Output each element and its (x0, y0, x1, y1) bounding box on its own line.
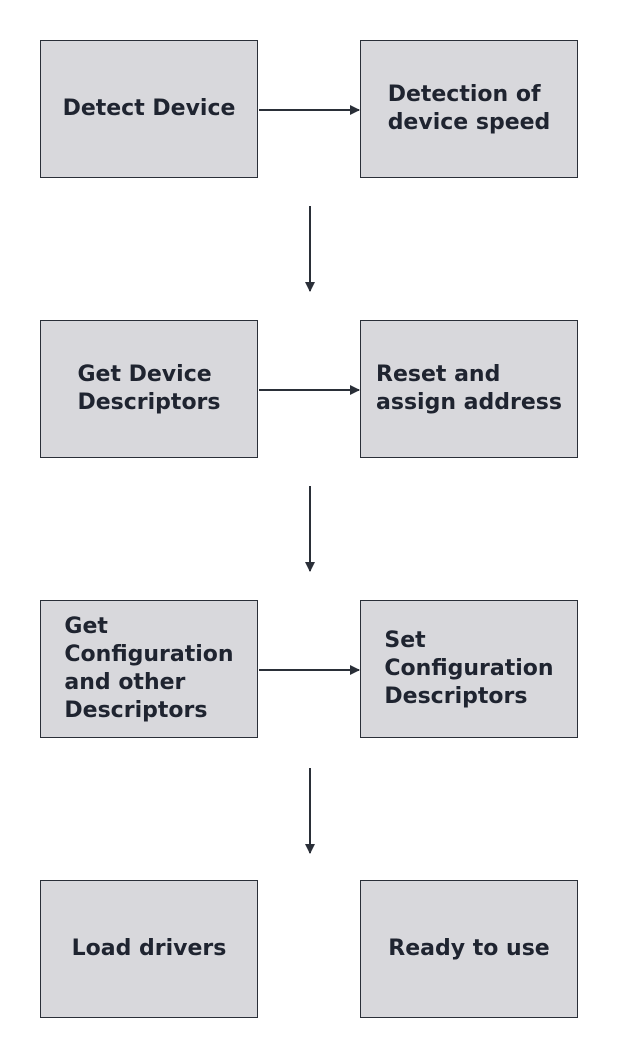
step-label: Get Device Descriptors (77, 362, 221, 415)
step-label: Ready to use (388, 936, 550, 961)
step-get-configuration-descriptors: Get Configuration and other Descriptors (40, 600, 258, 738)
step-detection-of-device-speed: Detection of device speed (360, 40, 578, 178)
step-label: Detection of device speed (387, 82, 551, 135)
step-load-drivers: Load drivers (40, 880, 258, 1018)
step-get-device-descriptors: Get Device Descriptors (40, 320, 258, 458)
step-label: Load drivers (71, 936, 227, 961)
step-reset-and-assign-address: Reset and assign address (360, 320, 578, 458)
step-label: Get Configuration and other Descriptors (64, 614, 234, 723)
step-label: Set Configuration Descriptors (384, 628, 554, 709)
step-set-configuration-descriptors: Set Configuration Descriptors (360, 600, 578, 738)
step-ready-to-use: Ready to use (360, 880, 578, 1018)
step-label: Detect Device (62, 96, 236, 121)
step-detect-device: Detect Device (40, 40, 258, 178)
step-label: Reset and assign address (376, 362, 562, 415)
